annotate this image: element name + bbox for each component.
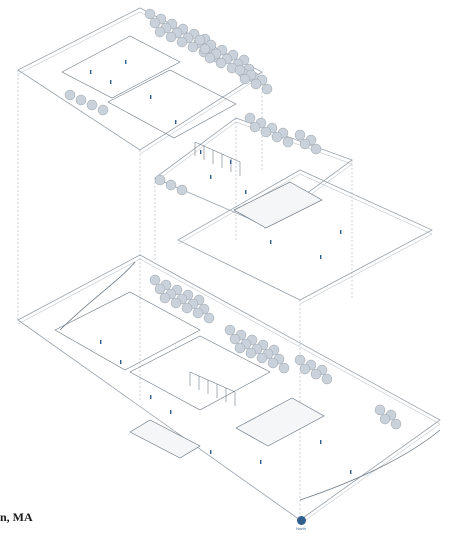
person-figure: [125, 60, 127, 64]
tree-icon: [390, 418, 402, 430]
tree-icon: [97, 104, 109, 116]
pavilion-roof-lower: [235, 397, 325, 447]
tree-icon: [299, 138, 311, 150]
ground-slab: [17, 254, 441, 521]
north-marker: North: [292, 516, 310, 531]
tree-icon: [181, 302, 193, 314]
tree-icon: [224, 324, 236, 336]
canopy-frame-mid-beam: [194, 141, 241, 163]
top-slab: [17, 7, 263, 151]
person-figure: [200, 150, 202, 154]
person-figure: [110, 80, 112, 84]
ground-field-a: [54, 291, 201, 371]
person-figure: [90, 70, 92, 74]
person-figure: [100, 340, 102, 344]
person-figure: [150, 395, 152, 399]
tree-icon: [267, 357, 279, 369]
tree-icon: [176, 184, 188, 196]
tree-icon: [249, 121, 261, 133]
tree-icon: [154, 26, 166, 38]
tree-icon: [260, 126, 272, 138]
tree-icon: [149, 17, 161, 29]
tree-icon: [149, 274, 161, 286]
tree-icon: [154, 174, 166, 186]
north-label: North: [296, 526, 306, 531]
mid-slab-b: [177, 169, 433, 301]
tree-icon: [144, 8, 156, 20]
tree-icon: [165, 31, 177, 43]
tree-icon: [310, 143, 322, 155]
tree-icon: [245, 347, 257, 359]
field-outline-a: [61, 35, 181, 99]
person-figure: [260, 460, 262, 464]
person-figure: [150, 95, 152, 99]
person-figure: [170, 410, 172, 414]
tree-icon: [176, 36, 188, 48]
field-outline-b: [107, 69, 237, 139]
canopy-frame-ground: [189, 371, 236, 406]
person-figure: [175, 120, 177, 124]
tree-icon: [204, 52, 216, 64]
tree-icon: [282, 136, 294, 148]
tree-icon: [159, 292, 171, 304]
person-figure: [120, 360, 122, 364]
person-figure: [230, 160, 232, 164]
tree-icon: [321, 373, 333, 385]
ground-field-b: [129, 335, 271, 411]
tree-icon: [215, 57, 227, 69]
person-figure: [210, 175, 212, 179]
tree-icon: [194, 34, 206, 46]
location-title: n, MA: [0, 510, 33, 524]
canopy-frame-ground-beam: [189, 371, 236, 393]
tree-icon: [170, 297, 182, 309]
tree-icon: [154, 283, 166, 295]
tree-icon: [256, 352, 268, 364]
tree-icon: [64, 89, 76, 101]
tree-icon: [165, 179, 177, 191]
canopy-frame-mid: [194, 141, 241, 176]
tree-icon: [234, 64, 246, 76]
person-figure: [210, 450, 212, 454]
stage-roof: [129, 419, 201, 459]
walkway-path-left: [59, 261, 136, 331]
tree-clusters: [64, 8, 402, 430]
person-figure: [245, 190, 247, 194]
ground-slab-edge: [17, 258, 441, 525]
tree-icon: [250, 78, 262, 90]
tree-icon: [199, 43, 211, 55]
tree-icon: [278, 362, 290, 374]
tree-icon: [86, 99, 98, 111]
person-figure: [270, 240, 272, 244]
people-figures: [90, 60, 352, 474]
tree-icon: [379, 413, 391, 425]
tree-icon: [294, 129, 306, 141]
tree-icon: [203, 312, 215, 324]
tree-icon: [239, 73, 251, 85]
person-figure: [340, 230, 342, 234]
tree-icon: [187, 41, 199, 53]
tree-icon: [294, 354, 306, 366]
north-arrow-icon: [296, 516, 306, 525]
tree-icon: [234, 342, 246, 354]
tree-icon: [192, 307, 204, 319]
tree-icon: [310, 368, 322, 380]
walkway-path-right: [299, 429, 441, 501]
tree-icon: [75, 94, 87, 106]
person-figure: [320, 255, 322, 259]
tree-icon: [229, 333, 241, 345]
tree-icon: [244, 112, 256, 124]
drawing-layers: [17, 7, 441, 525]
tree-icon: [374, 404, 386, 416]
tree-icon: [261, 83, 273, 95]
tree-icon: [299, 363, 311, 375]
person-figure: [320, 440, 322, 444]
pavilion-roof-upper: [233, 181, 323, 229]
person-figure: [350, 470, 352, 474]
tree-icon: [271, 131, 283, 143]
